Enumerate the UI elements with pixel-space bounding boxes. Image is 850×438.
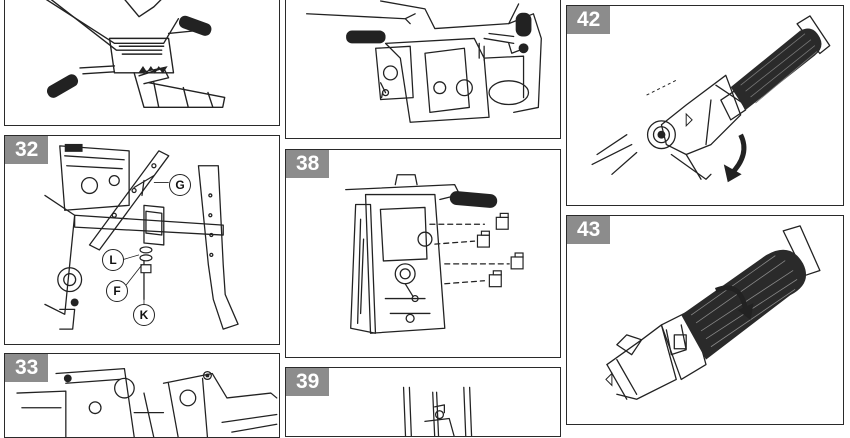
tine-assembly-illustration <box>44 143 239 330</box>
callout-f: F <box>106 280 128 302</box>
step-number-badge: 39 <box>286 368 330 396</box>
figure-panel-33: 33 <box>4 353 280 438</box>
throttle-grip-rotate-illustration <box>591 15 831 183</box>
callout-l: L <box>102 249 124 271</box>
callout-k: K <box>133 304 155 326</box>
figure-panel-31 <box>4 0 280 126</box>
step-number-badge: 43 <box>567 216 611 244</box>
throttle-grip-rotate-back-illustration <box>605 225 821 400</box>
step-number-badge: 42 <box>567 6 611 34</box>
gearbox-plugs-illustration <box>345 174 524 334</box>
handlebar-lever-illustration <box>45 0 226 108</box>
step-number-badge: 38 <box>286 150 330 178</box>
step-number-badge: 33 <box>5 354 49 382</box>
figure-panel-32: 32 G L F K <box>4 135 280 345</box>
figure-panel-42: 42 <box>566 5 844 206</box>
step-number-badge: 32 <box>5 136 49 164</box>
figure-panel-39: 39 <box>285 367 561 437</box>
rear-assembly-illustration <box>16 368 278 437</box>
figure-panel-37 <box>285 0 561 139</box>
figure-panel-38: 38 <box>285 149 561 358</box>
figure-panel-43: 43 <box>566 215 844 425</box>
gearbox-lever-illustration <box>306 0 542 123</box>
callout-g: G <box>169 174 191 196</box>
